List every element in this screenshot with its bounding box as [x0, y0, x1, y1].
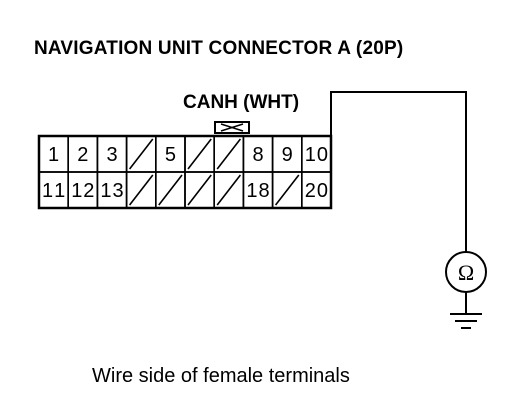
ohmmeter-icon: Ω: [445, 251, 487, 293]
terminal-number: 8: [252, 144, 263, 166]
unused-terminal-slash: [187, 138, 212, 170]
terminal-number: 9: [282, 144, 293, 166]
unused-terminal-slash: [128, 138, 154, 170]
unused-terminal-slash: [187, 174, 212, 206]
terminal-number: 13: [100, 180, 123, 202]
terminal-number: 1: [48, 144, 59, 166]
probe-wire: [330, 91, 467, 252]
terminal-number: 12: [71, 180, 94, 202]
lock-tab-icon: [214, 121, 250, 134]
diagram-title: NAVIGATION UNIT CONNECTOR A (20P): [34, 38, 404, 59]
ohm-symbol: Ω: [458, 260, 474, 285]
terminal-number: 11: [42, 180, 65, 202]
unused-terminal-slash: [274, 174, 300, 206]
terminal-number: 3: [106, 144, 117, 166]
wire-label: CANH (WHT): [183, 92, 300, 113]
terminal-number: 18: [246, 180, 269, 202]
terminal-number: 2: [77, 144, 88, 166]
diagram-caption: Wire side of female terminals: [92, 365, 350, 387]
unused-terminal-slash: [158, 174, 183, 206]
terminal-number: 20: [305, 180, 328, 202]
ground-icon: [450, 292, 482, 329]
terminal-number: 10: [305, 144, 328, 166]
terminal-cell: [300, 171, 332, 209]
unused-terminal-slash: [128, 174, 154, 206]
unused-terminal-slash: [216, 138, 242, 170]
terminal-number: 5: [165, 144, 176, 166]
unused-terminal-slash: [216, 174, 242, 206]
